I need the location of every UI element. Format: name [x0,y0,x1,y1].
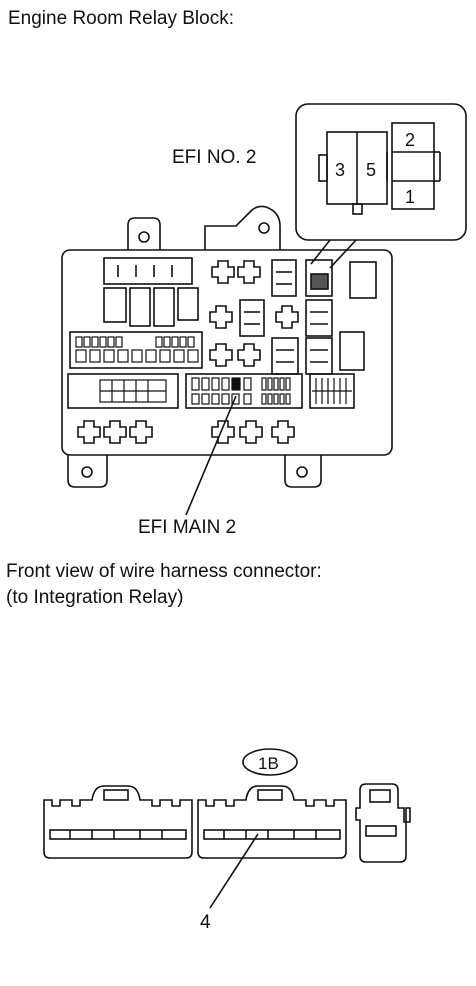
fuse-label: EFI MAIN 2 [138,517,237,538]
terminal-1-label: 1 [405,187,415,207]
relay-block-body [61,205,393,516]
terminal-3-label: 3 [335,160,345,180]
terminal-4-label: 4 [200,912,211,933]
relay-callout: 3 5 2 1 [295,103,467,269]
connector-id-label: 1B [258,754,279,773]
connector-section-title: Front view of wire harness connector: [6,561,322,582]
terminal-2-label: 2 [405,130,415,150]
relay-name-label: EFI NO. 2 [172,147,257,168]
harness-connector: 1B 4 [43,748,411,933]
connector-section-subtitle: (to Integration Relay) [6,587,184,608]
heading-engine-room-relay-block: Engine Room Relay Block: [8,8,234,29]
terminal-5-label: 5 [366,160,376,180]
